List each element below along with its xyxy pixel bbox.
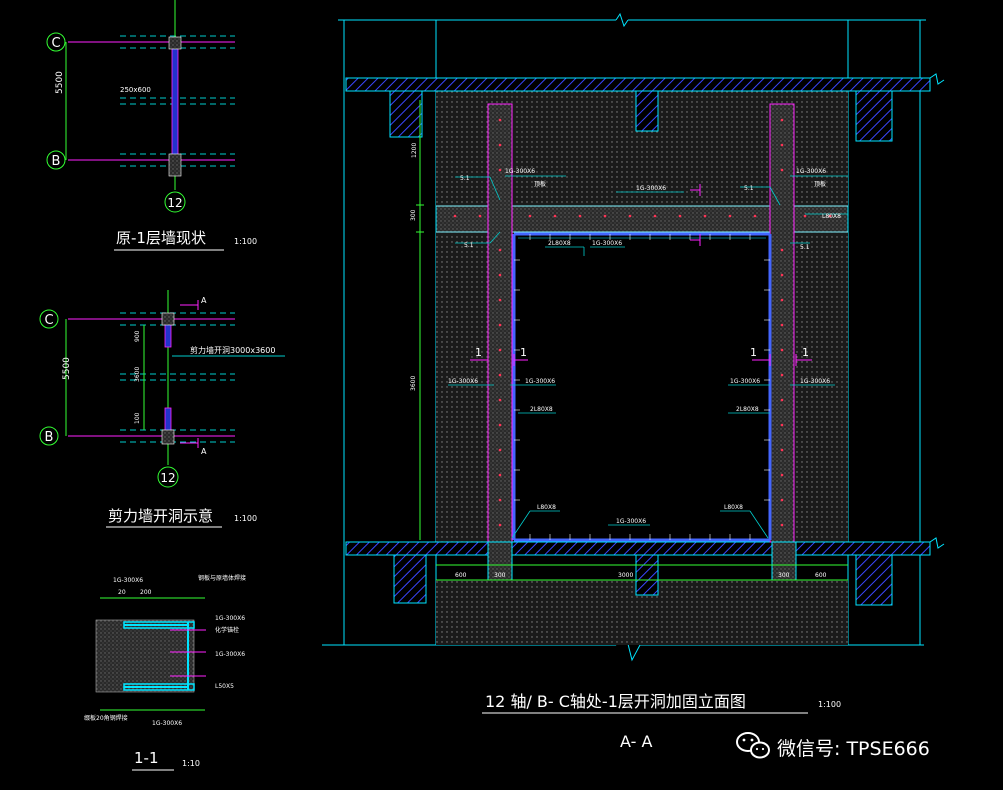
elev-label-top-inner: 1G-300X6 — [592, 240, 622, 247]
s11-label-top-left: 1G-300X6 — [113, 577, 143, 584]
elev-dim-3600: 3600 — [410, 376, 417, 391]
s11-label-r2: 化学锚栓 — [215, 626, 239, 634]
axis-label-12-mid: 12 — [160, 471, 175, 485]
dim-100: 100 — [134, 412, 141, 424]
section-11-title: 1-1 — [134, 749, 159, 767]
elev-label-tl2: 顶板 — [534, 180, 546, 188]
elev-label-s1: 5.1 — [460, 175, 470, 182]
elev-label-left-in2: 2L80X8 — [530, 406, 553, 413]
span-dimension-mid: 5500 — [62, 357, 72, 380]
elev-label-tr2: 顶板 — [814, 180, 826, 188]
elev-cut-1-rl: 1 — [750, 346, 757, 359]
beam-label: 250x600 — [120, 86, 151, 94]
cut-mark-a-bottom: A — [201, 447, 207, 456]
elev-cut-1-lr: 1 — [520, 346, 527, 359]
plan-top-scale: 1:100 — [234, 237, 257, 246]
elev-dim-3000: 3000 — [618, 572, 633, 579]
axis-label-c-mid: C — [44, 313, 53, 328]
s11-label-top-right: 钢板与原墙体焊接 — [198, 574, 246, 582]
plan-mid-scale: 1:100 — [234, 514, 257, 523]
plan-opening-wall — [65, 290, 285, 465]
plan-existing-wall — [65, 0, 235, 190]
elev-label-left-in: 1G-300X6 — [525, 378, 555, 385]
elev-dim-300-l: 300 — [494, 572, 506, 579]
s11-label-r4: L50X5 — [215, 683, 234, 690]
elevation-scale: 1:100 — [818, 700, 841, 709]
elev-dim-600-l: 600 — [455, 572, 467, 579]
elev-label-2l: 2L80X8 — [548, 240, 571, 247]
elev-dim-600-r: 600 — [815, 572, 827, 579]
plan-mid-title: 剪力墙开洞示意 — [108, 507, 213, 525]
opening-label: 剪力墙开洞3000x3600 — [190, 345, 275, 355]
s11-label-r1: 1G-300X6 — [215, 615, 245, 622]
elev-label-right-in2: 2L80X8 — [736, 406, 759, 413]
s11-label-r3: 1G-300X6 — [215, 651, 245, 658]
elev-label-tr: 1G-300X6 — [796, 168, 826, 175]
s11-dim-200: 200 — [140, 589, 152, 596]
elev-label-beam-right: L80X8 — [822, 213, 841, 220]
axis-label-c: C — [51, 36, 60, 51]
section-11-scale: 1:10 — [182, 759, 200, 768]
elevation-title: 12 轴/ B- C轴处-1层开洞加固立面图 — [485, 692, 746, 711]
axis-label-12: 12 — [167, 196, 182, 210]
watermark-text: 微信号: TPSE666 — [777, 738, 930, 760]
elevation-section-name: A- A — [620, 732, 652, 751]
elev-dim-300-r: 300 — [778, 572, 790, 579]
elev-label-left-col: 1G-300X6 — [448, 378, 478, 385]
elev-label-bot-l: L80X8 — [537, 504, 556, 511]
elevation-a-a — [322, 12, 945, 662]
elev-cut-1-rr: 1 — [802, 346, 809, 359]
axis-bubble-12-top: 12 — [164, 191, 186, 213]
section-1-1 — [95, 597, 206, 711]
axis-bubble-12-mid: 12 — [157, 466, 179, 488]
elev-label-beam: 1G-300X6 — [636, 185, 666, 192]
wechat-icon — [736, 732, 770, 759]
s11-dim-20: 20 — [118, 589, 126, 596]
cut-mark-a-top: A — [201, 296, 207, 305]
elev-label-bot-mid: 1G-300X6 — [616, 518, 646, 525]
elev-dim-1200: 1200 — [411, 143, 418, 158]
axis-bubble-b-top: B — [46, 150, 66, 170]
dim-3600: 3600 — [134, 367, 141, 382]
axis-label-b: B — [52, 154, 61, 169]
elev-label-right-col: 1G-300X6 — [800, 378, 830, 385]
elev-label-s3: 5.1 — [464, 242, 474, 249]
elev-label-s4: 5.1 — [800, 244, 810, 251]
axis-label-b-mid: B — [45, 430, 54, 445]
elev-dim-300: 300 — [410, 209, 417, 221]
span-dimension: 5500 — [55, 71, 65, 94]
s11-label-bottom: 1G-300X6 — [152, 720, 182, 727]
s11-label-bottom-left: 缀板20角钢焊接 — [84, 714, 128, 722]
axis-bubble-c-mid: C — [39, 309, 59, 329]
elev-cut-1-ll: 1 — [475, 346, 482, 359]
axis-bubble-c-top: C — [46, 32, 66, 52]
elev-label-right-in: 1G-300X6 — [730, 378, 760, 385]
elev-label-bot-r: L80X8 — [724, 504, 743, 511]
elev-label-tl: 1G-300X6 — [505, 168, 535, 175]
elev-label-s2: 5.1 — [744, 185, 754, 192]
plan-top-title: 原-1层墙现状 — [116, 229, 206, 247]
dim-900: 900 — [134, 330, 141, 342]
axis-bubble-b-mid: B — [39, 426, 59, 446]
